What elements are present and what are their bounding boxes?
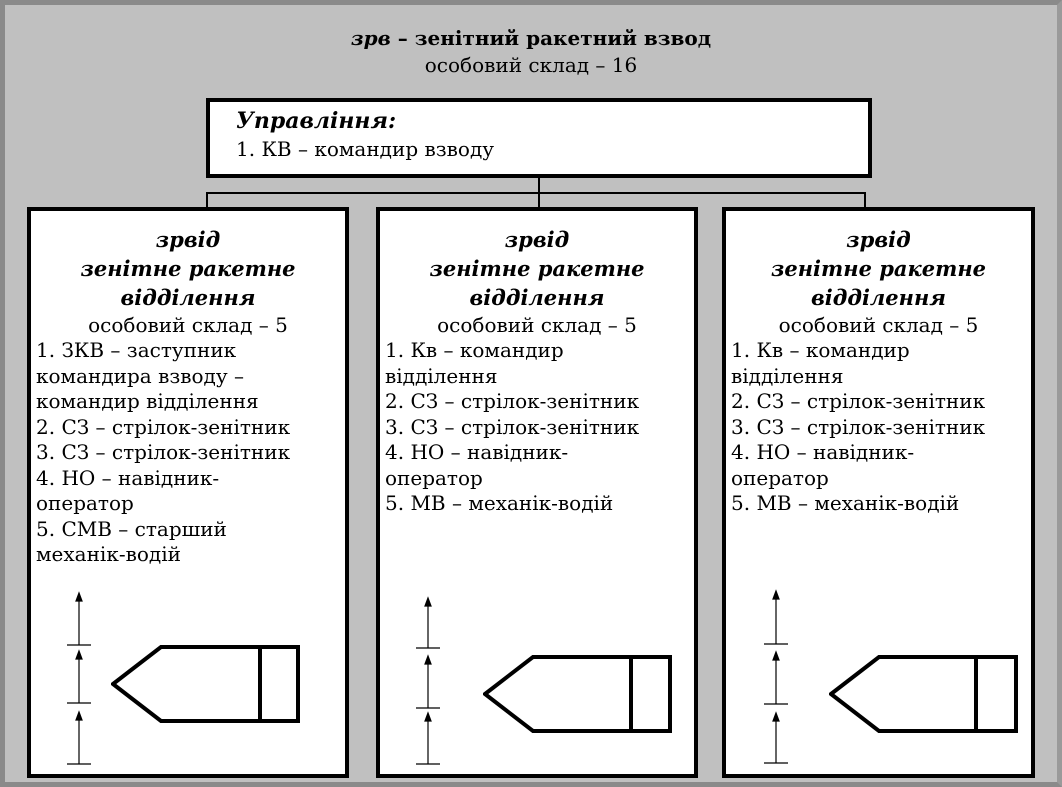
platoon-abbr: зрв [350,26,391,50]
squad-1-name-line2: відділення [120,285,256,310]
platoon-personnel: особовий склад – 16 [424,53,638,77]
squad-member-line: 2. СЗ – стрілок-зенітник [731,389,986,413]
squad-member-line: 1. Кв – командир [385,338,564,362]
platoon-title: зрв – зенітний ракетний взвод [0,24,1062,52]
connector-bus [206,192,866,194]
connector-trunk [538,178,540,193]
squad-member-line: 4. НО – навідник- [385,440,569,464]
squad-member-line: 5. СМВ – старший [36,516,227,541]
squad-2-name-line1: зенітне ракетне [429,256,645,281]
squad-2-name-line2: відділення [469,285,605,310]
squad-member-line: механік-водій [36,542,181,566]
squad-member-line: командир відділення [36,389,259,413]
missile-vehicle-icon [111,645,300,723]
soldier-symbols-icon [764,589,788,764]
squad-member-line: 2. СЗ – стрілок-зенітник [36,414,291,439]
management-member: 1. КВ – командир взводу [236,137,495,161]
squad-member-line: оператор [36,491,134,515]
platoon-name: – зенітний ракетний взвод [397,26,712,50]
squad-member-line: відділення [385,363,498,388]
squad-member-line: 1. Кв – командир [731,338,910,362]
platoon-title-block: зрв – зенітний ракетний взвод особовий с… [0,24,1062,78]
management-heading: Управління: [236,108,397,134]
squad-box-3: зрвід зенітне ракетне відділення особови… [722,207,1035,778]
connector-drop-1 [206,192,208,207]
squad-2-member-list: 1. Кв – командир відділення 2. СЗ – стрі… [385,338,694,517]
connector-drop-3 [864,192,866,207]
squad-member-line: оператор [385,465,483,490]
squad-1-personnel: особовий склад – 5 [88,313,288,337]
squad-3-personnel: особовий склад – 5 [778,313,979,337]
squad-1-member-list: 1. ЗКВ – заступник командира взводу – ко… [36,338,345,568]
squad-2-personnel: особовий склад – 5 [437,313,637,337]
squad-member-line: 3. СЗ – стрілок-зенітник [385,414,640,439]
connector-drop-2 [538,192,540,207]
squad-member-line: 4. НО – навідник- [36,465,220,490]
squad-box-1: зрвід зенітне ракетне відділення особови… [27,207,349,778]
squad-1-abbr: зрвід [155,227,221,252]
squad-member-line: 5. МВ – механік-водій [731,491,960,515]
squad-member-line: оператор [731,465,829,490]
squad-3-name-line1: зенітне ракетне [770,256,986,281]
soldier-symbols-icon [416,596,440,765]
squad-1-name-line1: зенітне ракетне [80,256,296,281]
squad-member-line: 2. СЗ – стрілок-зенітник [385,389,640,413]
squad-member-line: відділення [731,363,844,388]
squad-3-member-list: 1. Кв – командир відділення 2. СЗ – стрі… [731,338,1031,517]
squad-3-abbr: зрвід [846,227,911,252]
squad-member-line: командира взводу – [36,363,244,388]
missile-vehicle-icon [483,655,672,733]
soldier-symbols-icon [67,591,91,765]
squad-3-name-line2: відділення [810,285,946,310]
squad-member-line: 3. СЗ – стрілок-зенітник [36,440,291,464]
squad-member-line: 1. ЗКВ – заступник [36,338,237,362]
squad-member-line: 4. НО – навідник- [731,440,915,464]
squad-member-line: 3. СЗ – стрілок-зенітник [731,414,986,439]
missile-vehicle-icon [829,655,1018,733]
squad-box-2: зрвід зенітне ракетне відділення особови… [376,207,698,778]
management-box: Управління: 1. КВ – командир взводу [206,98,872,178]
squad-2-abbr: зрвід [504,227,570,252]
squad-member-line: 5. МВ – механік-водій [385,491,614,515]
